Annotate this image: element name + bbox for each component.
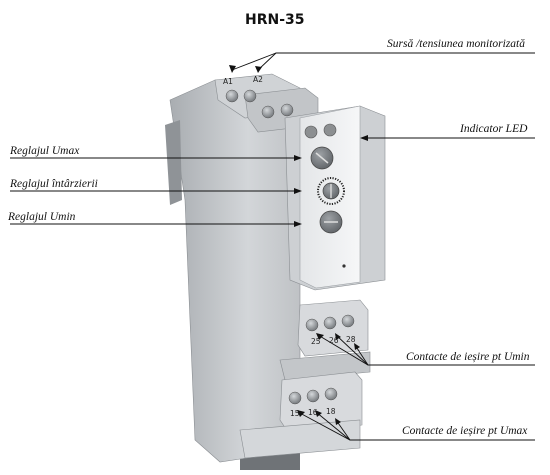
arrow-icons <box>229 65 368 425</box>
terminal-label-25: 25 <box>311 337 321 346</box>
label-led: Indicator LED <box>459 123 528 135</box>
screw-icon <box>225 89 239 103</box>
terminal-label-a2: A2 <box>253 75 263 84</box>
screw-icon <box>280 103 294 117</box>
screw-icon <box>305 318 319 332</box>
label-out-umax: Contacte de ieșire pt Umax <box>402 425 528 437</box>
terminal-label-28: 28 <box>346 335 356 344</box>
led-icon <box>304 125 318 139</box>
screw-icon <box>341 314 355 328</box>
label-supply: Sursă /tensiunea monitorizată <box>387 38 525 50</box>
relay-body <box>165 73 386 470</box>
label-delay: Reglajul întârzierii <box>9 178 98 190</box>
screw-icon <box>324 387 338 401</box>
title: HRN-35 <box>245 12 305 28</box>
umin-knob[interactable] <box>319 210 343 234</box>
delay-knob[interactable] <box>317 177 345 205</box>
terminal-label-26: 26 <box>329 336 339 345</box>
terminal-label-a1: A1 <box>223 77 233 86</box>
terminal-label-15: 15 <box>290 409 300 418</box>
screw-icon <box>288 391 302 405</box>
label-umax: Reglajul Umax <box>9 145 80 157</box>
led-icon <box>323 123 337 137</box>
screw-icon <box>243 89 257 103</box>
terminal-label-18: 18 <box>326 407 336 416</box>
label-umin: Reglajul Umin <box>7 211 76 223</box>
screw-icon <box>261 105 275 119</box>
screw-icon <box>323 316 337 330</box>
terminal-label-16: 16 <box>308 408 318 417</box>
umax-knob[interactable] <box>310 146 334 170</box>
label-out-umin: Contacte de ieșire pt Umin <box>406 351 530 363</box>
indicator-dot <box>342 264 346 268</box>
screw-icon <box>306 389 320 403</box>
